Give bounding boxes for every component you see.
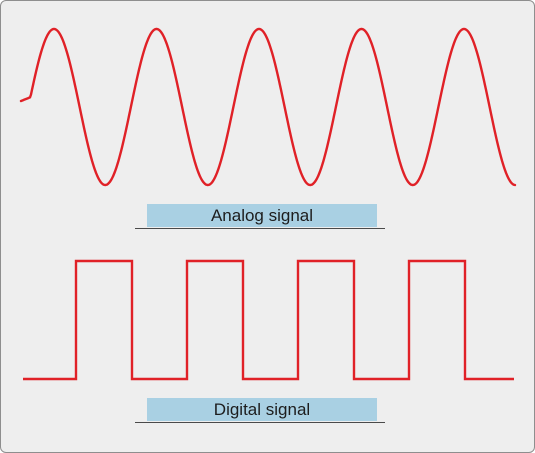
digital-signal-label-text: Digital signal xyxy=(213,400,311,419)
digital-signal-label: Digital signal xyxy=(147,398,377,421)
analog-signal-label-text: Analog signal xyxy=(210,206,314,225)
analog-label-underline xyxy=(135,228,385,229)
analog-signal-label: Analog signal xyxy=(147,204,377,227)
digital-label-underline xyxy=(135,422,385,423)
digital-signal-wave xyxy=(23,259,514,381)
analog-signal-wave xyxy=(19,27,517,187)
